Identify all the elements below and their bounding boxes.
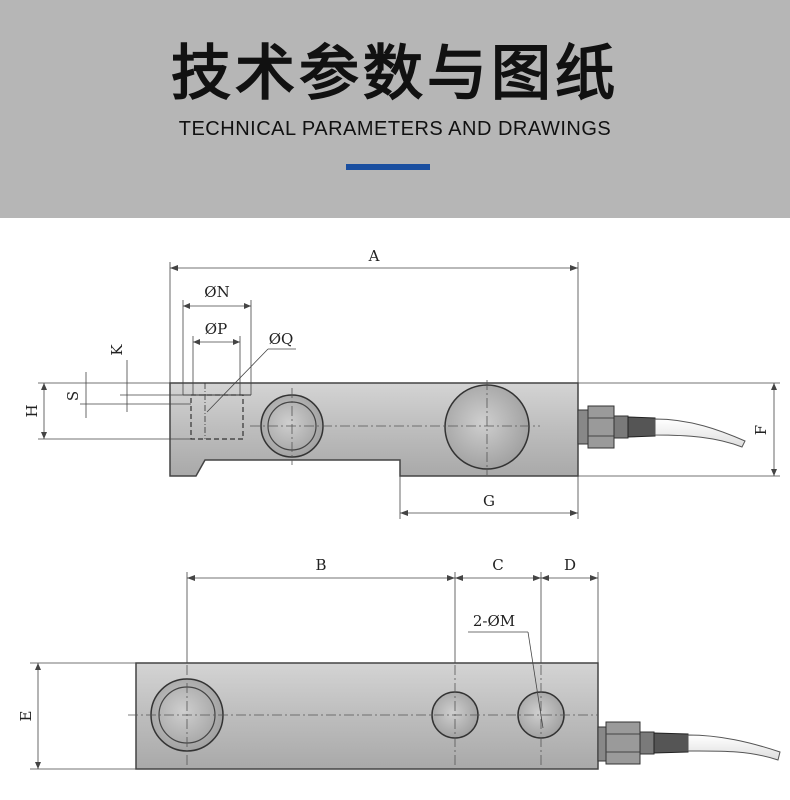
dim-label-K: K bbox=[108, 344, 126, 356]
dimension-D: D bbox=[541, 556, 599, 663]
top-view: A ØN ØP ØQ K bbox=[23, 247, 780, 519]
cable-gland-front bbox=[597, 721, 689, 765]
cable-front bbox=[687, 734, 781, 761]
dim-label-F: F bbox=[752, 425, 770, 435]
leader-Q: ØQ bbox=[206, 330, 296, 413]
dim-label-N: ØN bbox=[204, 283, 229, 301]
page-title: 技术参数与图纸 bbox=[171, 39, 619, 109]
dimension-K: K bbox=[108, 344, 191, 412]
dim-label-D: D bbox=[564, 556, 576, 574]
dim-label-E: E bbox=[17, 711, 35, 722]
dimension-A: A bbox=[169, 247, 579, 383]
dimension-P: ØP bbox=[192, 320, 241, 395]
dim-label-C: C bbox=[492, 556, 503, 574]
dim-label-P: ØP bbox=[205, 320, 227, 338]
page-subtitle: TECHNICAL PARAMETERS AND DRAWINGS bbox=[178, 118, 612, 140]
dim-label-G: G bbox=[483, 492, 495, 510]
dim-label-H: H bbox=[23, 404, 41, 417]
dimension-N: ØN bbox=[182, 283, 252, 395]
bottom-view: B C D 2-ØM E bbox=[17, 556, 781, 770]
dimension-F: F bbox=[578, 382, 780, 477]
dim-label-M: 2-ØM bbox=[473, 612, 515, 630]
dim-label-B: B bbox=[315, 556, 326, 574]
dimension-B: B bbox=[186, 556, 456, 663]
dimension-C: C bbox=[455, 556, 542, 663]
dimension-S: S bbox=[64, 372, 170, 418]
dim-label-A: A bbox=[368, 247, 380, 265]
dim-label-Q: ØQ bbox=[269, 330, 294, 348]
dim-label-S: S bbox=[64, 391, 82, 401]
header-banner bbox=[0, 0, 790, 218]
cable bbox=[654, 418, 746, 448]
accent-bar bbox=[346, 164, 430, 170]
cable-gland bbox=[577, 405, 656, 449]
leader-M: 2-ØM bbox=[468, 612, 544, 729]
dimension-G: G bbox=[399, 476, 579, 519]
dimension-E: E bbox=[17, 662, 136, 770]
dimension-H: H bbox=[23, 382, 191, 440]
